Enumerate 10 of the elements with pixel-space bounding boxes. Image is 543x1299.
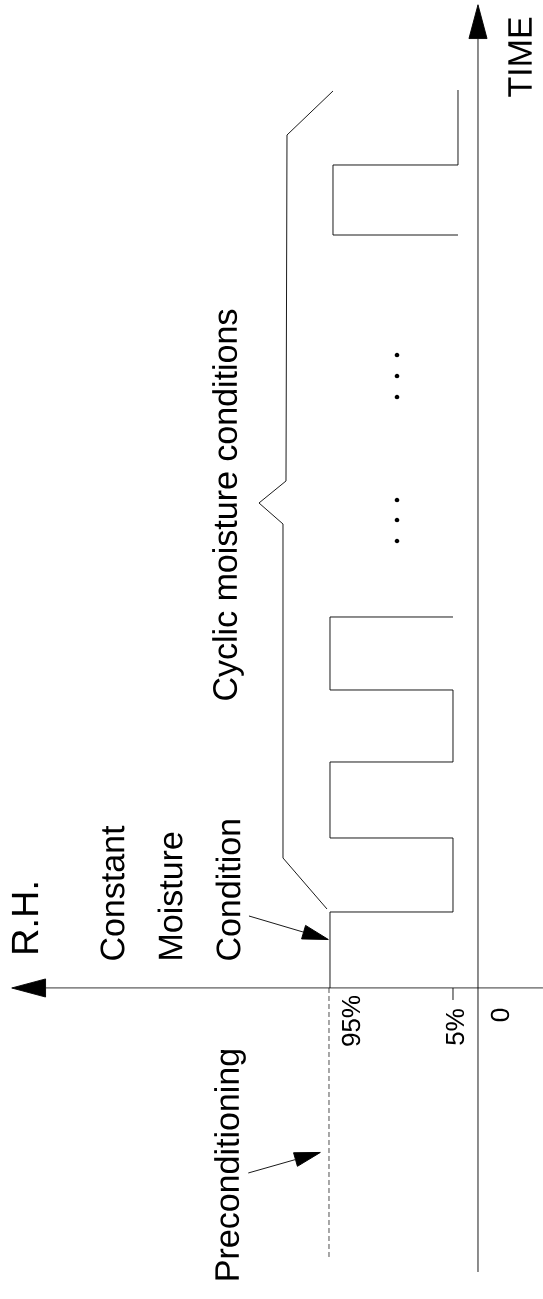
annotation-label: Preconditioning (214, 1050, 246, 1280)
annotation-label: Cyclic moisture conditions (212, 309, 244, 700)
axis-label: R.H. (11, 883, 39, 953)
tick-label: 0 (490, 1008, 510, 1022)
annotation-label: Constant Moisture Condition (100, 820, 241, 960)
leader-line (247, 1152, 321, 1174)
tick-label: 95% (341, 995, 361, 1046)
leader-line (248, 915, 329, 940)
tick-label: 5% (445, 1009, 465, 1045)
axis-label: TIME (508, 17, 532, 97)
